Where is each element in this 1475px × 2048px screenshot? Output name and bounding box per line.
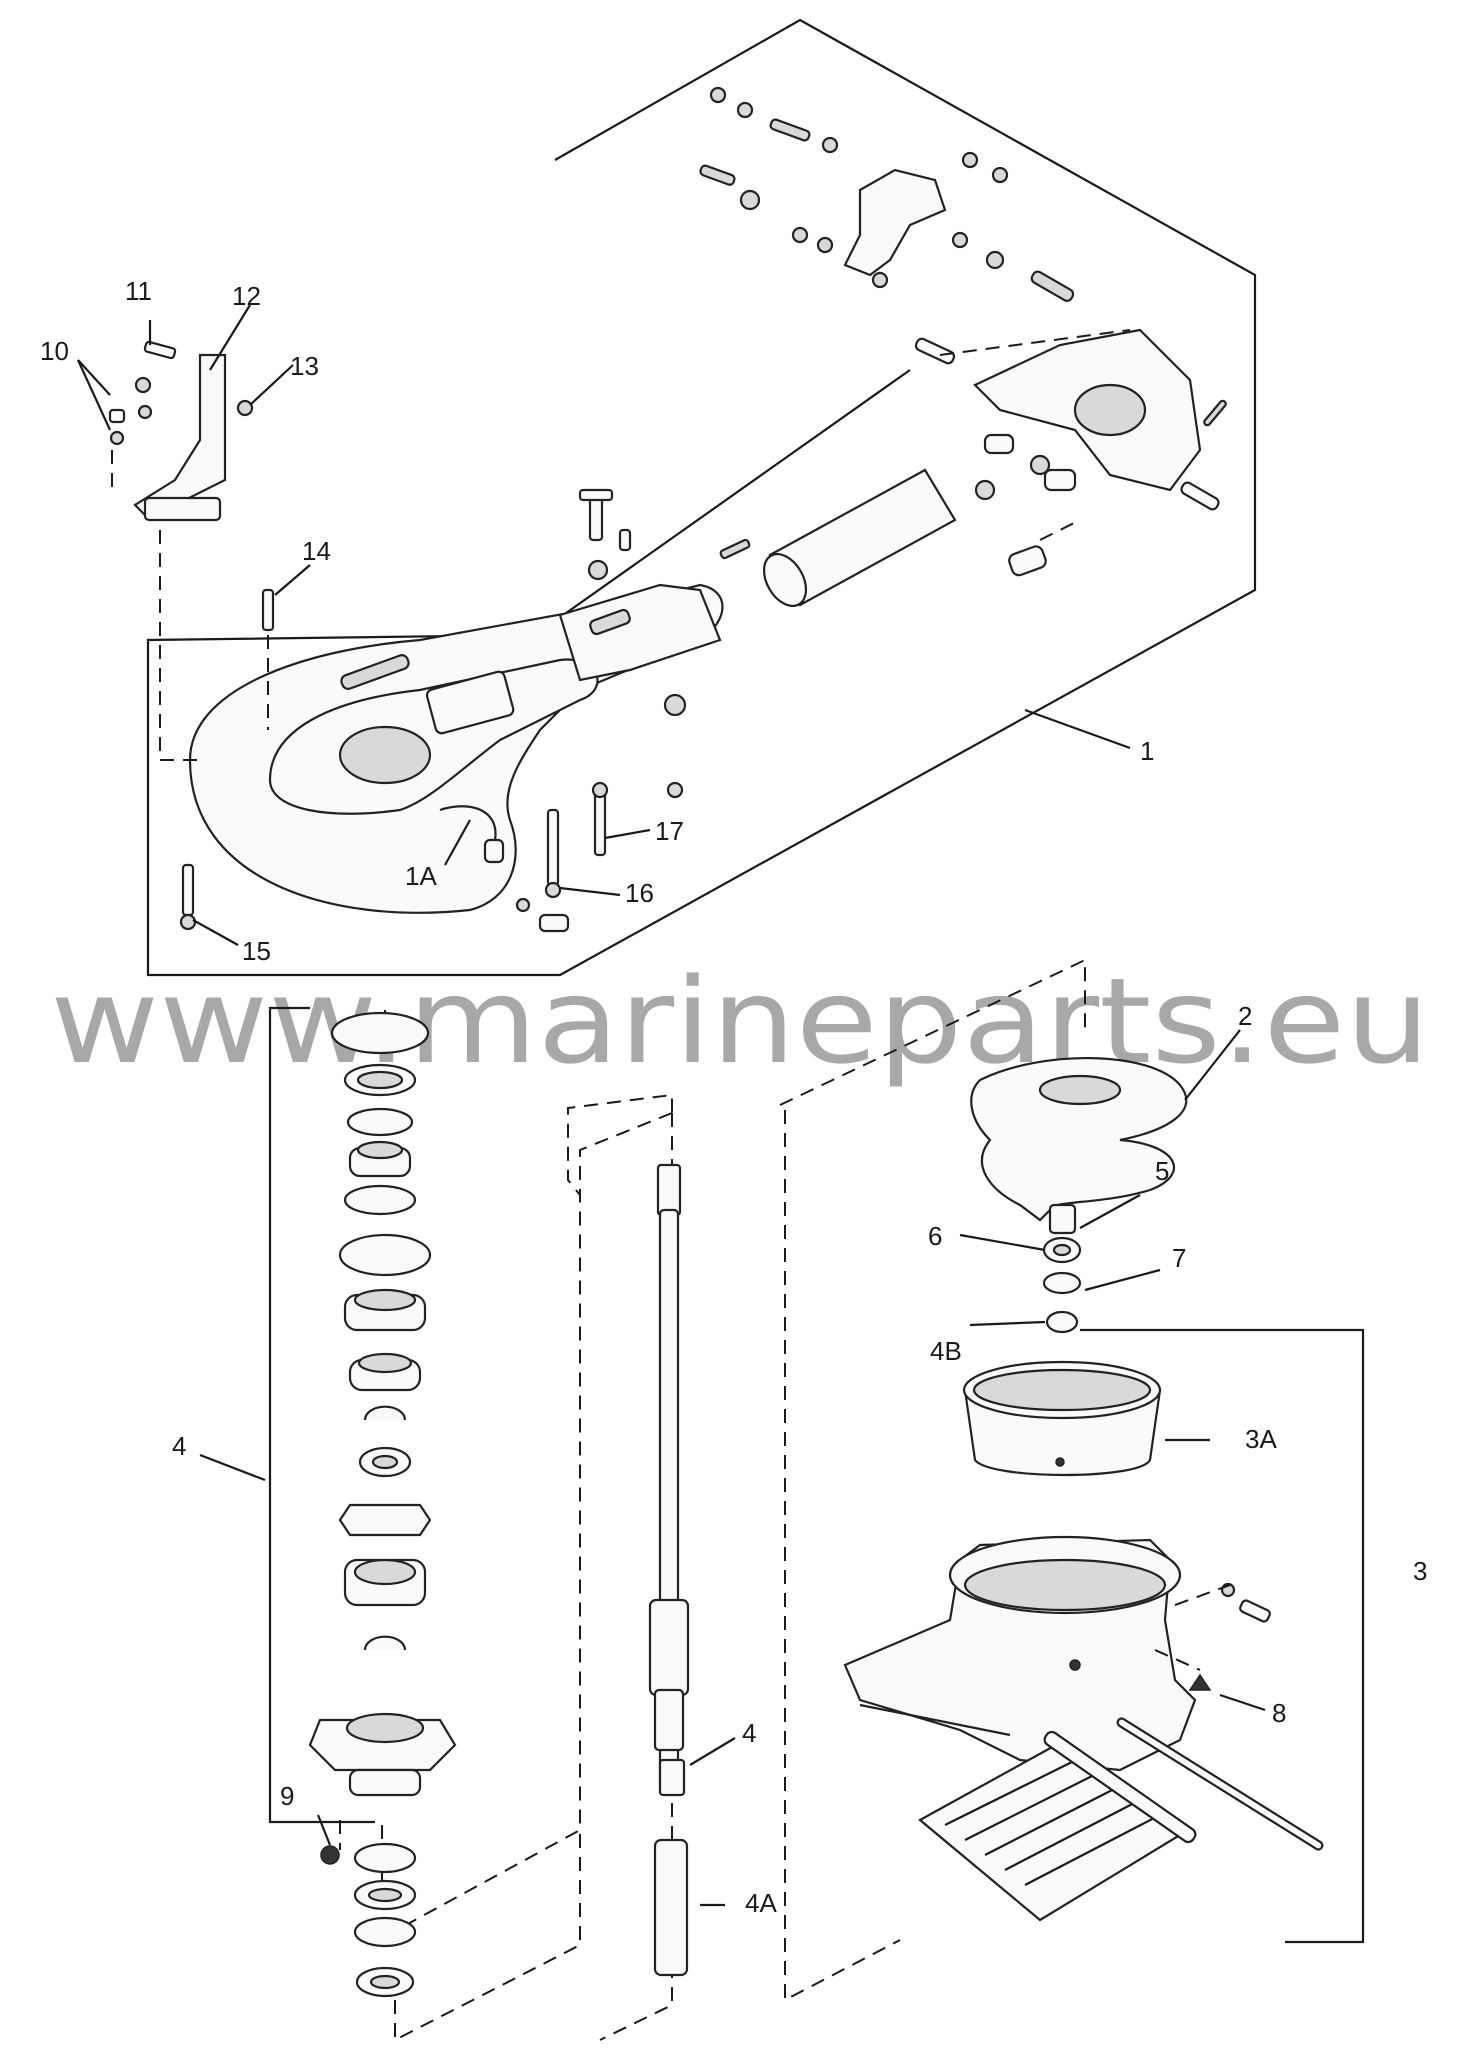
mounting-bracket (108, 340, 254, 522)
dashed-leader-tube-2 (1039, 519, 1081, 541)
group-3-inner-dashed (1154, 1584, 1231, 1671)
nozzle-housing (843, 1535, 1197, 1772)
callout-9: 9 (280, 1781, 294, 1811)
dashed-leader-tube (939, 329, 1131, 356)
callout-6: 6 (928, 1221, 942, 1251)
shaft-dashed-box (579, 1112, 673, 2041)
callout-labels: 1 1A 2 3 3A 4 4 4A 4B 5 6 7 8 9 10 11 12… (40, 276, 1427, 1918)
group-4-lower-dashed (339, 1820, 581, 2042)
watermark-text: www.marineparts.eu (50, 952, 1430, 1090)
callout-11: 11 (125, 276, 152, 306)
callout-5: 5 (1155, 1156, 1169, 1186)
callout-8: 8 (1272, 1698, 1286, 1728)
impeller (970, 1057, 1188, 1235)
callout-17: 17 (655, 816, 684, 846)
pin-14 (261, 588, 275, 632)
callout-leaders (76, 304, 1266, 1907)
callout-4a: 4A (745, 1888, 777, 1918)
impeller-hardware (1042, 1236, 1082, 1334)
callout-7: 7 (1172, 1243, 1186, 1273)
group-3-dashed (779, 958, 1086, 2002)
callout-12: 12 (232, 281, 261, 311)
nozzle-fasteners (1188, 1582, 1271, 1691)
callout-4-shaft: 4 (742, 1718, 756, 1748)
dashed-leader-bracket (159, 530, 200, 761)
drive-shaft (648, 1163, 690, 1977)
left-bearing-stack (308, 1011, 457, 1998)
intake-grate (918, 1717, 1324, 1922)
callout-13: 13 (290, 351, 319, 381)
callout-14: 14 (302, 536, 331, 566)
group-4-dashed (381, 1010, 673, 1940)
callout-1: 1 (1140, 736, 1154, 766)
callout-3: 3 (1413, 1556, 1427, 1586)
callout-4-left: 4 (172, 1431, 186, 1461)
group-4-bracket (268, 1006, 375, 1824)
steering-tube (719, 468, 957, 607)
callout-3a: 3A (1245, 1424, 1277, 1454)
housing-bolt (578, 488, 632, 581)
callout-2: 2 (1238, 1001, 1252, 1031)
group-3-bracket (1080, 1328, 1365, 1944)
callout-15: 15 (242, 936, 271, 966)
callout-1a: 1A (405, 861, 437, 891)
steering-hardware-cluster (699, 86, 1227, 577)
callout-10: 10 (40, 336, 69, 366)
wear-ring (962, 1360, 1162, 1477)
group-1-outline (146, 18, 1257, 977)
pump-housing (188, 583, 724, 914)
callout-4b: 4B (930, 1336, 962, 1366)
callout-16: 16 (625, 878, 654, 908)
fasteners-15-17 (179, 781, 684, 933)
